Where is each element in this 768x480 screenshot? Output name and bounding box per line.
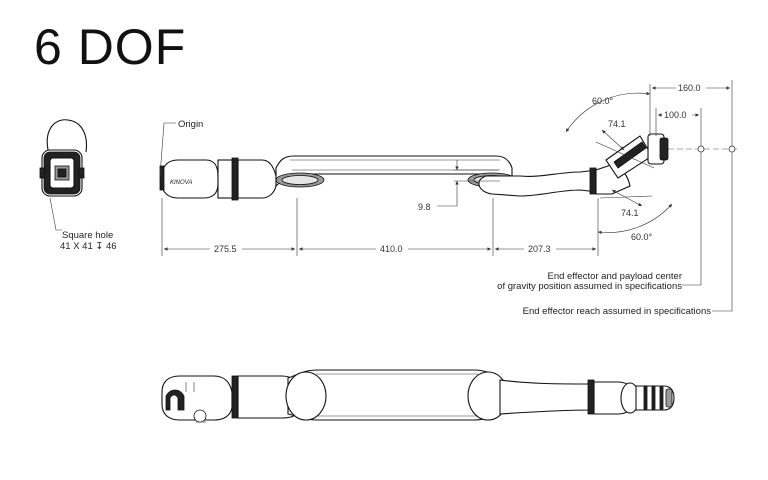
square-hole-size: 41 X 41 ↧ 46 <box>60 241 117 252</box>
origin-label: Origin <box>178 119 203 130</box>
dim-410-0: 410.0 <box>380 244 403 254</box>
wrist-lower-dim: 74.1 <box>621 208 639 218</box>
arm-top-view <box>161 369 675 423</box>
dim-275-5: 275.5 <box>214 244 237 254</box>
dim-100-0: 100.0 <box>664 110 687 120</box>
base-end-view <box>39 119 88 231</box>
offset-dimension <box>437 160 500 207</box>
dim-207-3: 207.3 <box>528 244 551 254</box>
dim-160-0: 160.0 <box>678 83 701 93</box>
angle-upper: 60.0° <box>592 96 614 106</box>
square-hole-label: Square hole <box>62 230 113 241</box>
logo-text: KINOVA <box>170 180 192 186</box>
payload-note-line1: End effector and payload center <box>547 271 682 282</box>
dim-9-8: 9.8 <box>418 202 431 212</box>
wrist-dimensions <box>565 84 673 235</box>
note-leaders <box>682 152 733 312</box>
reach-note: End effector reach assumed in specificat… <box>523 306 712 317</box>
wrist-upper-dim: 74.1 <box>608 119 626 129</box>
page-title: 6 DOF <box>34 19 187 75</box>
arm-side-view: KINOVA <box>159 133 669 201</box>
payload-note-line2: of gravity position assumed in specifica… <box>497 281 682 292</box>
angle-lower: 60.0° <box>631 232 653 242</box>
